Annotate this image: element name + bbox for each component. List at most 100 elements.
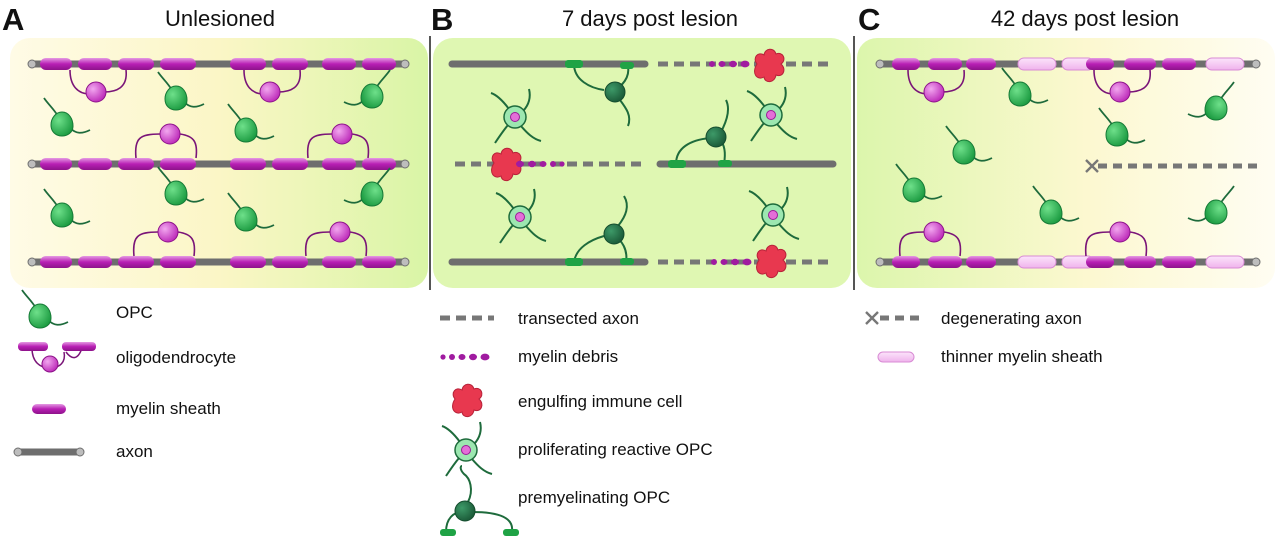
myelin-sheath [272,158,308,170]
degenerating-axon-end [1085,159,1099,173]
myelin-sheath [1162,256,1196,268]
oligodendrocyte-body [923,221,945,243]
axon-end [27,257,37,267]
oligodendrocyte-body [85,81,107,103]
oligodendrocyte-body [157,221,179,243]
myelin-sheath [966,256,996,268]
myelin-sheath [322,158,356,170]
thin-myelin-sheath [1017,255,1057,269]
panel-a-diagram [27,58,410,268]
legend-icons [13,289,920,536]
myelin-sheath [322,256,356,268]
legend-label-transected-axon: transected axon [518,309,639,328]
oligodendrocyte [132,221,196,257]
oligodendrocyte [1084,221,1148,257]
oligodendrocyte [306,123,370,159]
thin-myelin-sheath [1017,57,1057,71]
myelin-sheath [1124,256,1156,268]
myelin-sheath [160,256,196,268]
myelin-sheath [78,256,112,268]
myelin-sheath [118,58,154,70]
myelin-sheath [1124,58,1156,70]
oligodendrocyte-body [923,81,945,103]
oligodendrocyte-body [329,221,351,243]
axon-end [400,257,410,267]
myelin-sheath [322,58,356,70]
myelin-sheath [892,256,920,268]
oligodendrocyte-body [331,123,353,145]
panel-a-label: A [2,2,25,37]
myelin-sheath [160,58,196,70]
legend-thinner-sheath-icon [877,351,915,363]
oligodendrocyte [243,69,301,103]
oligodendrocyte-body [159,123,181,145]
axon-end [27,159,37,169]
panel-b-title: 7 days post lesion [561,6,739,31]
myelin-sheath [230,158,266,170]
legend-axon-icon [13,447,85,457]
thin-myelin-sheath [1205,57,1245,71]
oligodendrocyte [1093,69,1151,103]
panel-c-background [857,38,1275,288]
myelin-sheath [928,256,962,268]
myelin-sheath [40,256,72,268]
legend-reactive-opc-icon [441,421,493,477]
myelin-sheath [118,256,154,268]
legend-label-premyelinating-opc: premyelinating OPC [518,488,671,507]
premyelinating-opc [565,60,634,127]
legend-label-myelin-sheath: myelin sheath [116,399,221,418]
myelin-debris [516,60,752,266]
legend-opc-icon [21,289,69,329]
oligodendrocyte [69,69,127,103]
myelin-sheath [160,158,196,170]
panel-b-label: B [431,2,454,37]
axon-end [400,159,410,169]
myelin-sheath [1086,256,1114,268]
myelin-sheath [40,158,72,170]
legend-label-reactive-opc: proliferating reactive OPC [518,440,713,459]
axon-end [1251,59,1261,69]
myelin-sheath [40,58,72,70]
legend-label-thinner-sheath: thinner myelin sheath [941,347,1103,366]
oligodendrocyte [304,221,368,257]
myelin-sheath [892,58,920,70]
panel-c-label: C [858,2,881,37]
myelin-sheath [118,158,154,170]
myelin-sheath [966,58,996,70]
panel-c-diagram [875,57,1262,269]
panel-b-background [433,38,851,288]
panel-c-title: 42 days post lesion [990,6,1180,31]
premyelinating-opc [668,99,732,168]
myelin-sheath [230,58,266,70]
myelin-sheath [928,58,962,70]
oligodendrocyte-body [1109,221,1131,243]
legend-label-immune-cell: engulfing immune cell [518,392,683,411]
axon-end [27,59,37,69]
legend-label-degenerating-axon: degenerating axon [941,309,1082,328]
myelin-sheath [362,158,396,170]
panel-b-diagram [448,48,837,279]
oligodendrocyte [898,221,962,257]
myelin-sheath [272,58,308,70]
legend-label-oligodendrocyte: oligodendrocyte [116,348,237,367]
thin-myelin-sheath [1205,255,1245,269]
legend-myelin-debris-icon [440,353,490,361]
myelin-sheath [78,58,112,70]
axon-end [875,59,885,69]
oligodendrocyte-body [1109,81,1131,103]
legend-immune-cell-icon [452,383,483,418]
myelin-sheath [230,256,266,268]
myelin-sheath [78,158,112,170]
oligodendrocyte [134,123,198,159]
axon-end [1251,257,1261,267]
panel-a-title: Unlesioned [164,6,276,31]
legend-myelin-sheath-icon [32,404,66,414]
myelin-sheath [362,256,396,268]
myelin-sheath [1086,58,1114,70]
legend-label-opc: OPC [116,303,153,322]
legend-label-myelin-debris: myelin debris [518,347,619,366]
premyelinating-opc [565,195,634,266]
legend-premyelinating-opc-icon [440,465,519,536]
myelin-sheath [272,256,308,268]
legend-degenerating-axon-icon [865,311,920,325]
